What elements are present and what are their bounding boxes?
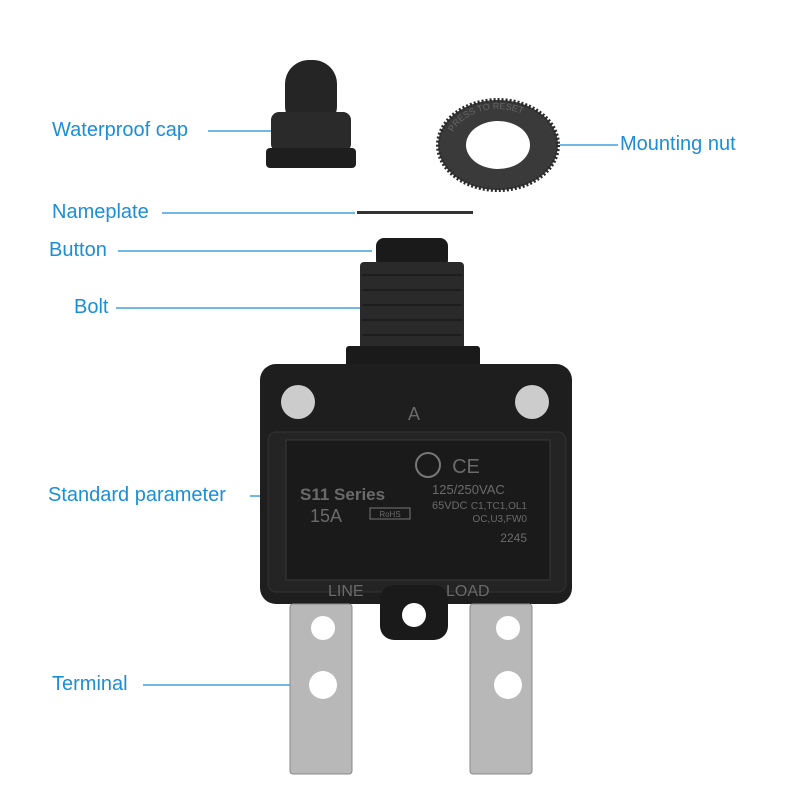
rohs-mark: RoHS	[379, 510, 400, 519]
label-terminal: Terminal	[52, 673, 128, 695]
load-label: LOAD	[446, 583, 490, 600]
voltage-dc-text: 65VDC	[432, 500, 468, 512]
label-nameplate: Nameplate	[52, 201, 149, 223]
line-label: LINE	[328, 583, 364, 600]
codes-text-2: OC,U3,FW0	[473, 514, 528, 525]
codes-text-1: C1,TC1,OL1	[471, 501, 528, 512]
terminal-image	[289, 603, 533, 775]
label-waterproof-cap: Waterproof cap	[52, 119, 188, 141]
breaker-body-image	[260, 364, 572, 640]
label-standard-parameter: Standard parameter	[48, 484, 226, 506]
label-bolt: Bolt	[74, 296, 109, 318]
voltage-ac-text: 125/250VAC	[432, 482, 505, 497]
button-image	[376, 238, 448, 268]
label-mounting-nut: Mounting nut	[620, 133, 736, 155]
mounting-nut-image: PRESS TO RESET	[436, 98, 560, 192]
rating-text: 15A	[310, 506, 342, 526]
date-code-text: 2245	[500, 531, 527, 545]
waterproof-cap-image	[266, 60, 356, 168]
series-text: S11 Series	[300, 485, 385, 504]
breaker-mark: A	[408, 404, 420, 424]
label-button: Button	[49, 239, 107, 261]
bolt-image	[360, 262, 464, 352]
ce-mark: CE	[452, 456, 480, 478]
nameplate-image	[357, 211, 473, 214]
